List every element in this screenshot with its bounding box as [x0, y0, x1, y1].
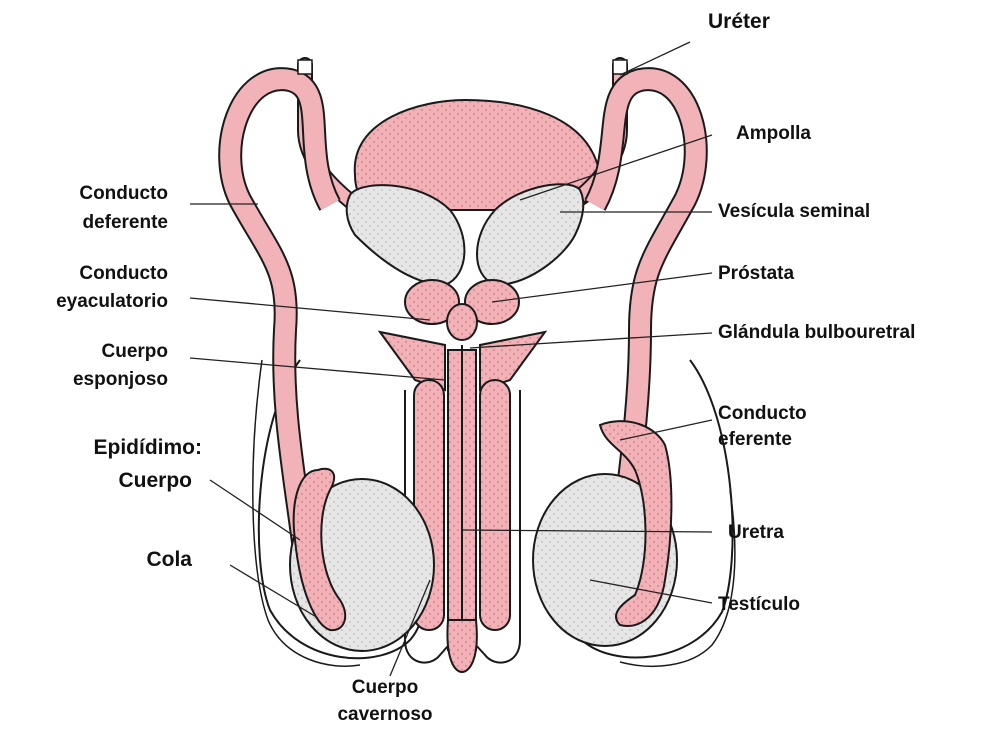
label-glandula-bulbouretral: Glándula bulbouretral [718, 321, 915, 344]
label-epididimo-2: Cuerpo [119, 467, 193, 495]
ureter-tip-left [298, 60, 312, 74]
label-uretra: Uretra [728, 521, 784, 544]
label-conducto-eferente-2: eferente [718, 428, 792, 451]
label-cola: Cola [146, 546, 192, 574]
label-cuerpo-esponjoso-1: Cuerpo [102, 340, 169, 363]
label-epididimo-1: Epidídimo: [94, 434, 203, 462]
ureter-tip-right [613, 60, 627, 74]
label-ureter: Uréter [708, 8, 770, 36]
corpus-cavernosum-right [480, 380, 510, 630]
label-conducto-eferente-1: Conducto [718, 402, 807, 425]
label-testiculo: Testículo [718, 593, 800, 616]
label-ampolla: Ampolla [736, 122, 811, 145]
label-cuerpo-esponjoso-2: esponjoso [73, 368, 168, 391]
label-prostata: Próstata [718, 262, 794, 285]
label-cuerpo-cavernoso-1: Cuerpo [320, 676, 450, 699]
prostate-center [447, 304, 477, 340]
leader-eyaculatorio [190, 298, 430, 320]
label-vesicula-seminal: Vesícula seminal [718, 200, 870, 223]
label-conducto-eyaculatorio-1: Conducto [79, 262, 168, 285]
glans [447, 620, 476, 672]
label-conducto-deferente-1: Conducto [79, 182, 168, 205]
label-conducto-deferente-2: deferente [82, 211, 168, 234]
label-conducto-eyaculatorio-2: eyaculatorio [56, 290, 168, 313]
label-cuerpo-cavernoso-2: cavernoso [320, 703, 450, 726]
